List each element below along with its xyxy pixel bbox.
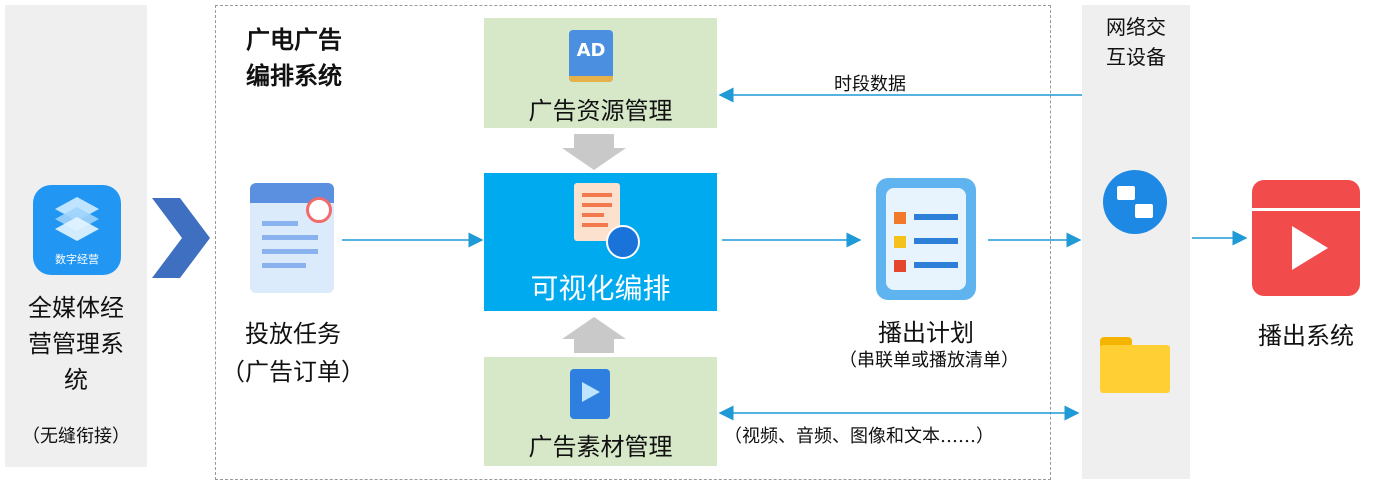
media-system-name: 全媒体经 营管理系 统: [5, 290, 147, 398]
seamless-note: （无缝衔接）: [22, 426, 130, 447]
order-doc-line: [262, 235, 318, 240]
network-device-title: 网络交 互设备: [1082, 12, 1190, 72]
music-note-icon: [582, 382, 600, 402]
material-label: 广告素材管理: [528, 433, 673, 461]
period-data-label: 时段数据: [834, 74, 906, 95]
play-icon: [1292, 226, 1328, 270]
checklist-icon: [876, 178, 976, 300]
sync-box: [1117, 186, 1135, 200]
visual-schedule-panel: 可视化编排: [484, 173, 717, 311]
core-system-title-line-1: 广电广告: [246, 25, 342, 54]
media-types-label: （视频、音频、图像和文本……）: [724, 426, 994, 447]
output-system-label: 播出系统: [1258, 322, 1354, 350]
media-system-name-line-3: 统: [64, 366, 88, 394]
sync-box: [1135, 204, 1153, 218]
order-doc-line: [262, 249, 318, 254]
network-device-panel: [1082, 5, 1190, 479]
chevron-right-icon: [152, 198, 210, 278]
media-system-name-line-1: 全媒体经: [28, 294, 124, 322]
checklist-line: [914, 214, 958, 220]
up-arrow-icon: [562, 317, 626, 353]
ad-resource-label: 广告资源管理: [528, 97, 673, 125]
core-system-title-line-2: 编排系统: [246, 61, 342, 90]
link-badge-icon: [606, 225, 640, 259]
checklist-line: [914, 262, 958, 268]
doc-line: [582, 223, 608, 227]
visual-schedule-label: 可视化编排: [530, 272, 671, 305]
order-document-icon: [250, 183, 334, 293]
order-doc-badge: [306, 197, 332, 223]
clapper-divider: [1252, 208, 1360, 211]
core-system-title: 广电广告 编排系统: [246, 22, 342, 94]
video-clapper-icon: [1252, 180, 1360, 296]
network-device-title-line-1: 网络交: [1106, 15, 1166, 39]
order-doc-line: [262, 263, 306, 268]
ad-scheduling-system-boundary: [215, 5, 1051, 480]
placement-task-sub: （广告订单）: [221, 358, 365, 386]
folder-body: [1100, 345, 1170, 393]
broadcast-plan-label: 播出计划: [878, 319, 974, 347]
placement-task-label: 投放任务: [245, 320, 341, 348]
doc-line: [582, 193, 612, 197]
network-device-title-line-2: 互设备: [1106, 45, 1166, 69]
material-panel: 广告素材管理: [484, 357, 717, 466]
checklist-bullet: [894, 236, 906, 248]
ad-logo-base: [569, 76, 613, 82]
sync-icon: [1103, 170, 1167, 234]
doc-line: [582, 203, 612, 207]
down-arrow-icon: [562, 134, 626, 170]
app-icon-label: 数字经营: [55, 253, 99, 266]
checklist-bullet: [894, 212, 906, 224]
doc-line: [582, 213, 604, 217]
checklist-line: [914, 238, 958, 244]
broadcast-plan-sub: （串联单或播放清单）: [839, 350, 1019, 371]
ad-resource-panel: AD 广告资源管理: [484, 18, 717, 128]
checklist-bullet: [894, 260, 906, 272]
ad-logo-text: AD: [576, 40, 606, 61]
folder-icon: [1100, 337, 1170, 393]
media-system-name-line-2: 营管理系: [28, 330, 124, 358]
digital-ops-app-icon: 数字经营: [33, 185, 121, 275]
order-doc-line: [262, 221, 298, 226]
media-file-icon: [570, 369, 610, 419]
layers-icon: [55, 197, 99, 241]
ad-logo-icon: AD: [569, 30, 613, 82]
